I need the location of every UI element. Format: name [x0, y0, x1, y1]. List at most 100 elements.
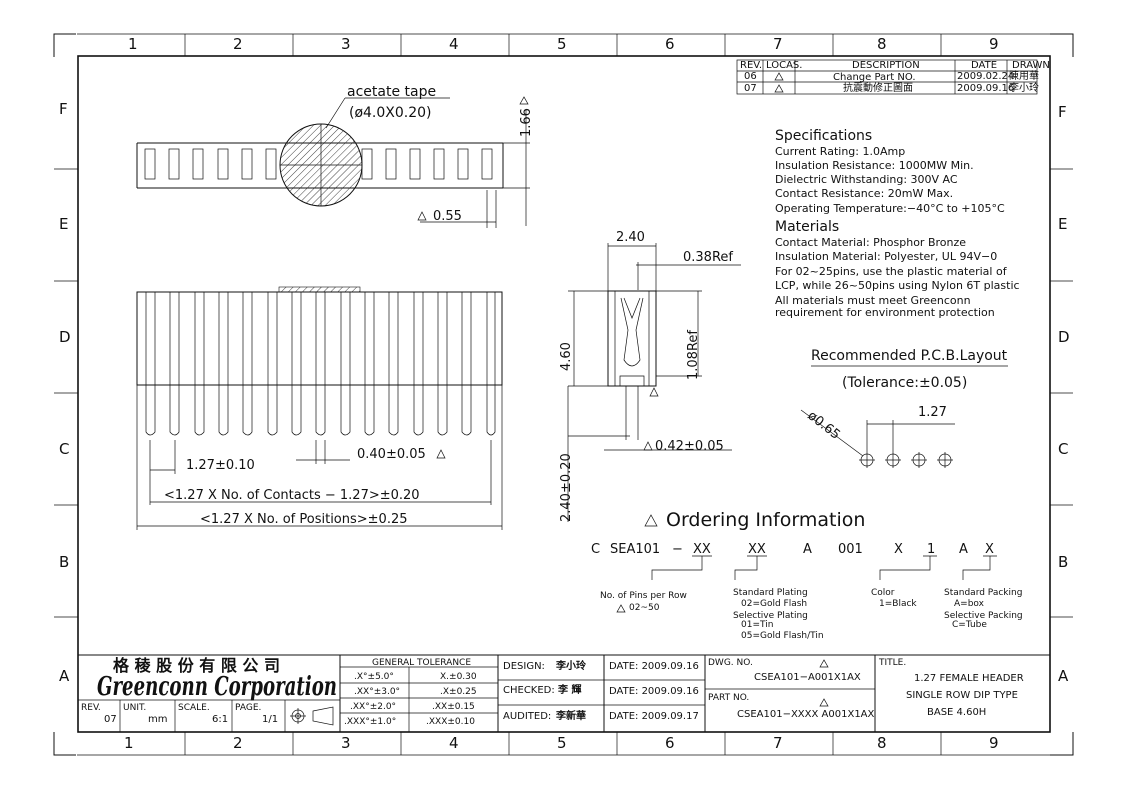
code-part: A — [803, 542, 812, 557]
revision-triangle-icon — [417, 211, 427, 221]
code-part: C — [591, 542, 600, 557]
specifications-title: Specifications — [775, 128, 872, 144]
code-part: 001 — [838, 542, 863, 557]
rev-header: DESCRIPTION — [852, 60, 920, 71]
pcb-layout: Recommended P.C.B.Layout (Tolerance:±0.0… — [800, 348, 1008, 468]
material-line: requirement for environment protection — [775, 306, 995, 319]
row-label: D — [1058, 328, 1070, 346]
inner-border — [77, 55, 1051, 733]
dwg-number: CSEA101−A001X1AX — [754, 672, 861, 683]
row-label: A — [59, 667, 70, 685]
col-label: 3 — [341, 734, 351, 752]
row-label: E — [1058, 215, 1067, 233]
revision-table: REV. LOCAS. DESCRIPTION DATE DRAWN 06 Ch… — [736, 59, 1050, 95]
col-label: 2 — [233, 35, 243, 53]
note-pins-range: 02~50 — [629, 603, 660, 613]
dim-pin-width: 0.40±0.05 — [357, 447, 426, 462]
unit-label: UNIT. — [123, 703, 146, 713]
revision-triangle-icon — [644, 514, 658, 527]
drawing-title-line: SINGLE ROW DIP TYPE — [906, 690, 1018, 701]
tolerance-linear: .XX±0.15 — [432, 702, 475, 712]
note-plating: 05=Gold Flash/Tin — [741, 631, 824, 641]
code-part: XX — [693, 542, 711, 557]
tolerance-linear: .X±0.25 — [440, 687, 477, 697]
ordering-info: Ordering Information C SEA101 − XX XX A … — [591, 509, 1023, 641]
spec-line: Current Rating: 1.0Amp — [775, 145, 905, 158]
front-view: 1.27±0.10 0.40±0.05 <1.27 X No. of Conta… — [136, 286, 503, 530]
code-part: SEA101 — [610, 542, 660, 557]
code-part: 1 — [927, 542, 935, 557]
part-label: PART NO. — [708, 693, 749, 703]
note-packing: Standard Packing — [944, 588, 1022, 598]
side-view: 2.40 0.38Ref 4.60 1.08Ref 0.42±0.05 2.40… — [559, 230, 741, 522]
col-label: 4 — [449, 35, 459, 53]
audited-date: DATE: 2009.09.17 — [609, 711, 699, 722]
zone-grid — [54, 33, 1073, 756]
col-label: 3 — [341, 35, 351, 53]
row-label: A — [1058, 667, 1069, 685]
unit-value: mm — [148, 714, 167, 725]
ordering-title: Ordering Information — [666, 509, 865, 531]
dim-tail: 2.40±0.20 — [559, 453, 574, 522]
col-label: 1 — [128, 35, 138, 53]
design-name: 李小玲 — [555, 659, 587, 672]
code-part: X — [985, 542, 994, 557]
note-packing: C=Tube — [952, 620, 987, 630]
specifications-block: Specifications Current Rating: 1.0Amp In… — [775, 128, 1020, 319]
rev-drawn: 李小玲 — [1009, 81, 1039, 94]
rev-header: REV. — [740, 60, 762, 71]
row-label: F — [59, 100, 68, 118]
drawing-title-line: 1.27 FEMALE HEADER — [914, 673, 1024, 684]
dim-positions: <1.27 X No. of Positions>±0.25 — [200, 512, 408, 527]
note-color: 1=Black — [879, 599, 917, 609]
col-label: 4 — [449, 734, 459, 752]
note-plating: 02=Gold Flash — [741, 599, 807, 609]
dim-inner: 1.08Ref — [686, 330, 701, 380]
col-label: 1 — [124, 734, 134, 752]
tolerance-title: GENERAL TOLERANCE — [372, 658, 471, 668]
note-plating: Standard Plating — [733, 588, 808, 598]
tolerance-angle: .X°±5.0° — [354, 672, 394, 682]
company-name-chinese: 格 稜 股 份 有 限 公 司 — [113, 656, 280, 675]
dim-pcb-pitch: 1.27 — [918, 405, 947, 420]
row-label: B — [1058, 553, 1068, 571]
col-label: 9 — [989, 35, 999, 53]
tolerance-angle: .XX°±3.0° — [354, 687, 400, 697]
tape-label: acetate tape — [347, 84, 436, 100]
spec-line: Operating Temperature:−40°C to +105°C — [775, 202, 1005, 215]
col-label: 6 — [665, 35, 675, 53]
tolerance-linear: .XXX±0.10 — [426, 717, 475, 727]
row-labels: F E D C B A F E D C B A — [59, 100, 1070, 685]
revision-triangle-icon — [819, 698, 829, 707]
materials-title: Materials — [775, 219, 839, 235]
material-line: All materials must meet Greenconn — [775, 294, 971, 307]
title-block: 格 稜 股 份 有 限 公 司 Greenconn Corporation RE… — [78, 654, 1050, 732]
col-label: 5 — [557, 35, 567, 53]
spec-line: Contact Resistance: 20mW Max. — [775, 187, 953, 200]
pcb-tolerance: (Tolerance:±0.05) — [842, 375, 967, 391]
tolerance-linear: X.±0.30 — [440, 672, 477, 682]
tolerance-angle: .XX°±2.0° — [350, 702, 396, 712]
pcb-title: Recommended P.C.B.Layout — [811, 348, 1008, 364]
code-part: − — [672, 542, 683, 557]
col-label: 7 — [773, 734, 783, 752]
page-value: 1/1 — [262, 714, 278, 725]
scale-label: SCALE. — [178, 703, 210, 713]
checked-date: DATE: 2009.09.16 — [609, 686, 699, 697]
page-label: PAGE. — [235, 703, 261, 713]
revision-triangle-icon — [774, 72, 784, 81]
part-number: CSEA101−XXXX A001X1AX — [737, 709, 875, 720]
dim-pcb-hole: ø0.65 — [805, 408, 843, 443]
material-line: Contact Material: Phosphor Bronze — [775, 236, 966, 249]
col-label: 2 — [233, 734, 243, 752]
company-logo-text: Greenconn Corporation — [97, 672, 337, 702]
audited-label: AUDITED: — [503, 711, 551, 722]
row-label: B — [59, 553, 69, 571]
col-label: 7 — [773, 35, 783, 53]
revision-triangle-icon — [643, 441, 653, 451]
rev-date: 2009.02.24 — [957, 71, 1014, 82]
dwg-label: DWG. NO. — [708, 658, 753, 668]
rev-header: DATE — [971, 60, 997, 71]
dim-side-width: 2.40 — [616, 230, 645, 245]
